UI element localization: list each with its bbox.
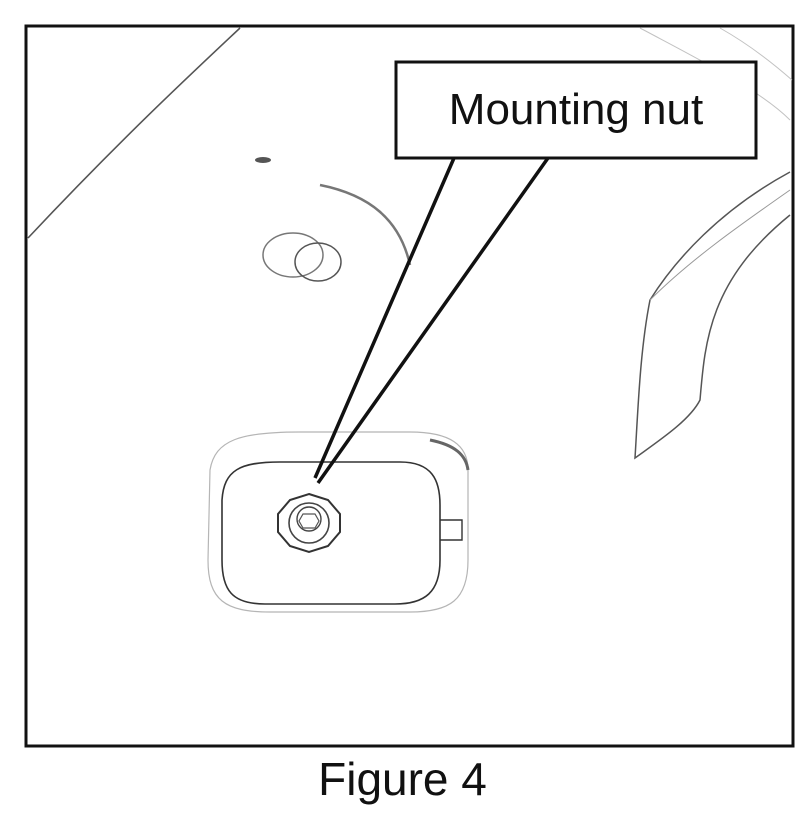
upper-hole-outer xyxy=(262,232,324,278)
callout-leader-line xyxy=(313,156,550,485)
recess-outer xyxy=(207,431,469,613)
pocket-tab xyxy=(440,519,463,541)
callout-label: Mounting nut xyxy=(448,85,704,134)
small-hole-mark xyxy=(255,157,271,163)
part-illustration xyxy=(24,24,795,748)
upper-arc xyxy=(319,183,412,266)
upper-hole-inner xyxy=(294,242,342,282)
right-panel-shape xyxy=(634,171,791,460)
mounting-nut xyxy=(277,492,341,554)
recess-pocket xyxy=(221,461,441,605)
figure-caption: Figure 4 xyxy=(318,753,487,805)
figure-frame: Mounting nut xyxy=(24,24,795,748)
faint-line-2 xyxy=(719,27,793,81)
right-panel-inner-line xyxy=(649,189,791,301)
callout-box xyxy=(394,60,758,160)
recess-shadow-edge xyxy=(429,438,470,471)
body-edge-line xyxy=(27,27,241,239)
